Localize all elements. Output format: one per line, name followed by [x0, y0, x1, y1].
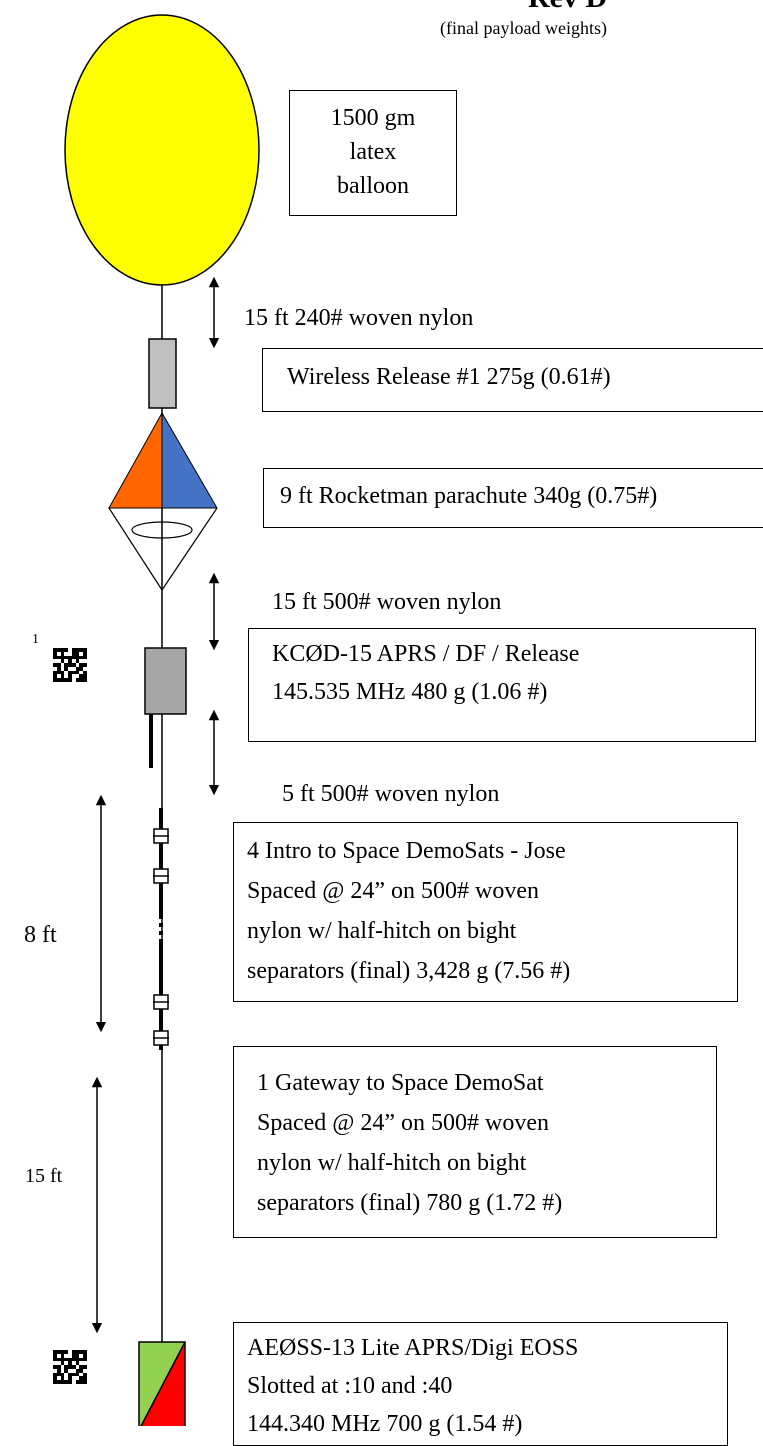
gateway-box: 1 Gateway to Space DemoSat Spaced @ 24” … [233, 1046, 717, 1238]
parachute-box: 9 ft Rocketman parachute 340g (0.75#) [263, 468, 763, 528]
gateway-label: 1 Gateway to Space DemoSat Spaced @ 24” … [257, 1070, 563, 1216]
balloon-shape [64, 14, 260, 286]
revision-subtitle: (final payload weights) [440, 18, 607, 38]
wireless-release-box: Wireless Release #1 275g (0.61#) [262, 348, 763, 412]
balloon-label-box: 1500 gm latex balloon [289, 90, 457, 216]
segment-label-3: 5 ft 500# woven nylon [282, 781, 500, 807]
parachute-left-panel [108, 411, 163, 509]
tracker-shape [144, 647, 187, 715]
span-label-15ft: 15 ft [25, 1165, 63, 1187]
wireless-release-shape [148, 338, 177, 409]
qr-code-tracker [53, 648, 87, 682]
demosats-label: 4 Intro to Space DemoSats - Jose Spaced … [247, 838, 571, 984]
footnote-marker: 1 [32, 632, 39, 647]
demosat-markers [153, 828, 169, 1046]
segment-label-1: 15 ft 240# woven nylon [244, 305, 474, 331]
parachute-ring [131, 521, 193, 539]
revision-title: Rev D [528, 0, 607, 16]
demosats-box: 4 Intro to Space DemoSats - Jose Spaced … [233, 822, 738, 1002]
span-label-8ft: 8 ft [24, 922, 57, 948]
beacon-box: AEØSS-13 Lite APRS/Digi EOSS Slotted at … [233, 1322, 728, 1446]
parachute-label: 9 ft Rocketman parachute 340g (0.75#) [280, 483, 658, 509]
qr-code-beacon [53, 1350, 87, 1384]
parachute-right-panel [161, 411, 218, 509]
balloon-label: 1500 gm latex balloon [330, 105, 416, 199]
wireless-release-label: Wireless Release #1 275g (0.61#) [287, 364, 611, 390]
tracker-label: KCØD-15 APRS / DF / Release 145.535 MHz … [272, 641, 580, 705]
tracker-box: KCØD-15 APRS / DF / Release 145.535 MHz … [248, 628, 756, 742]
segment-label-2: 15 ft 500# woven nylon [272, 589, 502, 615]
